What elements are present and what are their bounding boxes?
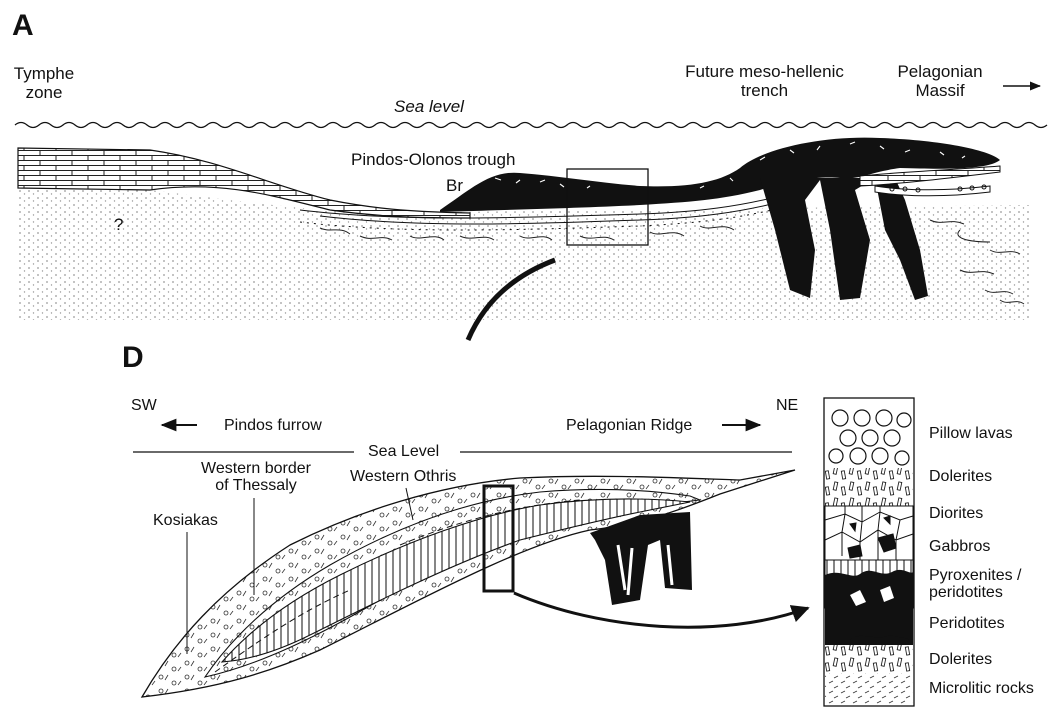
microlitic-unit	[825, 673, 913, 705]
future-trench-line2: trench	[667, 81, 862, 100]
western-border-line1: Western border	[190, 460, 322, 477]
future-trench-line1: Future meso-hellenic	[667, 62, 862, 81]
kosiakas-label: Kosiakas	[153, 512, 218, 529]
column-pyroxenites: Pyroxenites /	[929, 567, 1021, 584]
column-peridotites: Peridotites	[929, 615, 1005, 632]
peridotites-unit	[825, 608, 913, 640]
western-border-label: Western border of Thessaly	[190, 460, 322, 494]
sw-label: SW	[131, 397, 157, 414]
column-peridotites-mixed: peridotites	[929, 584, 1003, 601]
column-diorites: Diorites	[929, 505, 983, 522]
western-border-line2: of Thessaly	[190, 477, 322, 494]
pindos-furrow-label: Pindos furrow	[224, 417, 322, 434]
column-pillow-lavas: Pillow lavas	[929, 425, 1013, 442]
future-trench-label: Future meso-hellenic trench	[667, 62, 862, 100]
basement-a	[18, 190, 1030, 320]
western-othris-label: Western Othris	[350, 468, 456, 485]
ne-label: NE	[776, 397, 798, 414]
tymphe-zone-label: Tymphe zone	[2, 64, 86, 102]
column-gabbros: Gabbros	[929, 538, 990, 555]
lower-dolerites-unit	[825, 645, 913, 673]
question-mark: ?	[114, 215, 123, 234]
column-microlitic: Microlitic rocks	[929, 680, 1034, 697]
column-dolerites-lower: Dolerites	[929, 651, 992, 668]
pelagonian-line1: Pelagonian	[885, 62, 995, 81]
column-dolerites-upper: Dolerites	[929, 468, 992, 485]
ophiolite-column	[824, 398, 914, 706]
sea-level-wave-a	[15, 123, 1047, 128]
diorites-gabbros-unit	[825, 506, 913, 560]
sea-level-a-label: Sea level	[394, 97, 464, 116]
pindos-olonos-trough-label: Pindos-Olonos trough	[351, 150, 515, 169]
dolerites-unit	[825, 468, 913, 506]
sea-level-d-label: Sea Level	[368, 443, 439, 460]
panel-a-section	[15, 86, 1047, 340]
panel-a-letter: A	[12, 11, 34, 41]
panel-d-letter: D	[122, 343, 144, 373]
pelagonian-ridge-label: Pelagonian Ridge	[566, 417, 692, 434]
sediment-wedge-outer	[142, 470, 795, 697]
tymphe-line1: Tymphe	[2, 64, 86, 83]
br-label: Br	[446, 176, 463, 195]
arrow-to-column	[514, 593, 808, 627]
pelagonian-massif-label: Pelagonian Massif	[885, 62, 995, 100]
pelagonian-line2: Massif	[885, 81, 995, 100]
tymphe-line2: zone	[2, 83, 86, 102]
